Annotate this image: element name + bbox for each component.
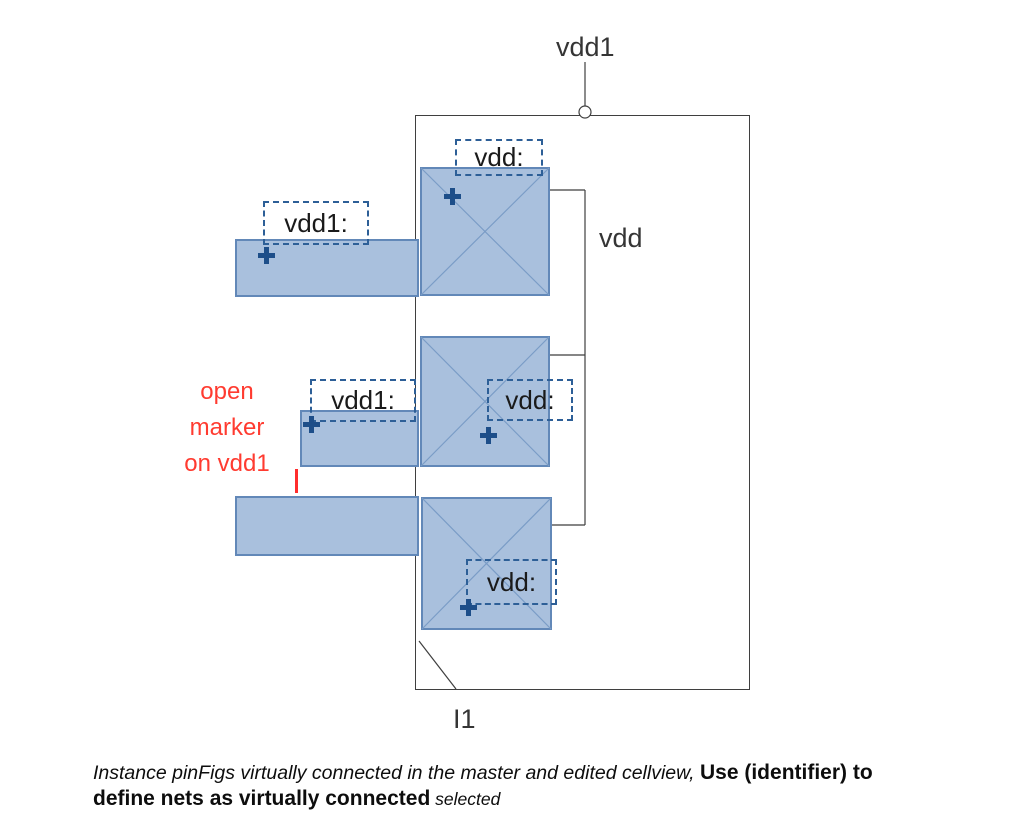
pin-identifier-box-middle-left: vdd1: bbox=[310, 379, 416, 422]
pin-identifier-box-top: vdd: bbox=[455, 139, 543, 176]
net-label-vdd1: vdd1 bbox=[556, 32, 615, 62]
plus-marker-icon bbox=[258, 247, 275, 264]
pin-identifier-label: vdd: bbox=[474, 142, 524, 172]
open-marker-tick bbox=[295, 469, 298, 493]
pin-rect-middle-left bbox=[300, 410, 419, 467]
pin-square-top bbox=[420, 167, 550, 296]
open-marker-note: open marker on vdd1 bbox=[184, 378, 270, 477]
plus-marker-icon bbox=[444, 188, 461, 205]
figure-caption: Instance pinFigs virtually connected in … bbox=[93, 760, 913, 812]
pin-rect-lower-left bbox=[235, 496, 419, 556]
net-label-vdd: vdd bbox=[599, 223, 643, 253]
pin-identifier-label: vdd: bbox=[505, 384, 555, 415]
pin-identifier-label: vdd1: bbox=[284, 207, 348, 238]
pin-rect-upper-left bbox=[235, 239, 419, 297]
pin-identifier-box-middle: vdd: bbox=[487, 379, 573, 421]
plus-marker-icon bbox=[303, 416, 320, 433]
instance-name-label: I1 bbox=[453, 704, 476, 734]
pin-identifier-box-bottom: vdd: bbox=[466, 559, 557, 605]
caption-bold-text: Use (identifier) to define nets as virtu… bbox=[93, 761, 873, 810]
pin-identifier-label: vdd: bbox=[486, 566, 537, 597]
caption-italic-text: Instance pinFigs virtually connected in … bbox=[93, 762, 700, 784]
plus-marker-icon bbox=[480, 427, 497, 444]
pin-identifier-label: vdd1: bbox=[331, 385, 395, 415]
caption-suffix-text: selected bbox=[430, 789, 501, 809]
plus-marker-icon bbox=[460, 599, 477, 616]
pin-identifier-box-upper-left: vdd1: bbox=[263, 201, 369, 245]
